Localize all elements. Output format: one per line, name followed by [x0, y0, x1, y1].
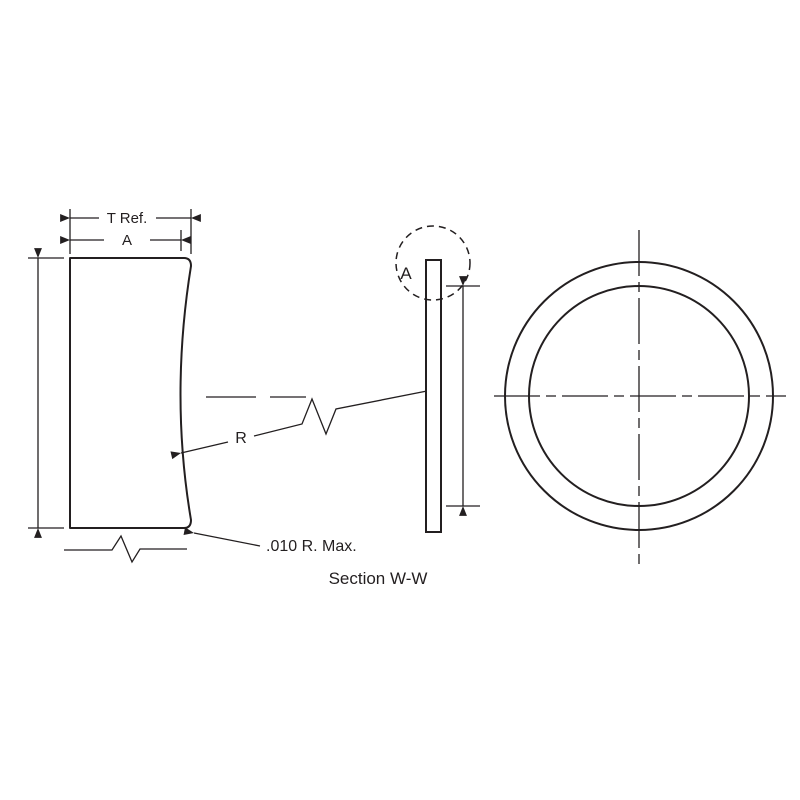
ring-front-view: [494, 230, 786, 565]
bottom-break-line: [64, 534, 187, 564]
radius-label: R: [235, 430, 247, 447]
height-dimension: [28, 248, 64, 538]
a-dimension-label: A: [122, 232, 132, 249]
radius-leader: R: [170, 390, 428, 460]
leader-line: [170, 441, 229, 460]
edge-view-outline: [425, 259, 442, 533]
t-ref-dimension: T Ref.: [60, 209, 201, 254]
t-ref-label: T Ref.: [107, 210, 148, 227]
section-title: Section W-W: [329, 569, 428, 588]
leader-line: [183, 527, 261, 547]
a-dimension: A: [60, 230, 191, 251]
radius-note-label: .010 R. Max.: [266, 538, 357, 555]
lens-outline: [69, 257, 192, 529]
radius-note: .010 R. Max.: [183, 527, 357, 555]
detail-marker-label: A: [400, 264, 412, 283]
detail-circle: [395, 225, 471, 301]
leader-line-break: [253, 390, 428, 437]
ring-edge-view: A: [395, 225, 471, 533]
lens-section-view: [69, 257, 192, 529]
inner-diameter-dimension: [446, 276, 480, 516]
